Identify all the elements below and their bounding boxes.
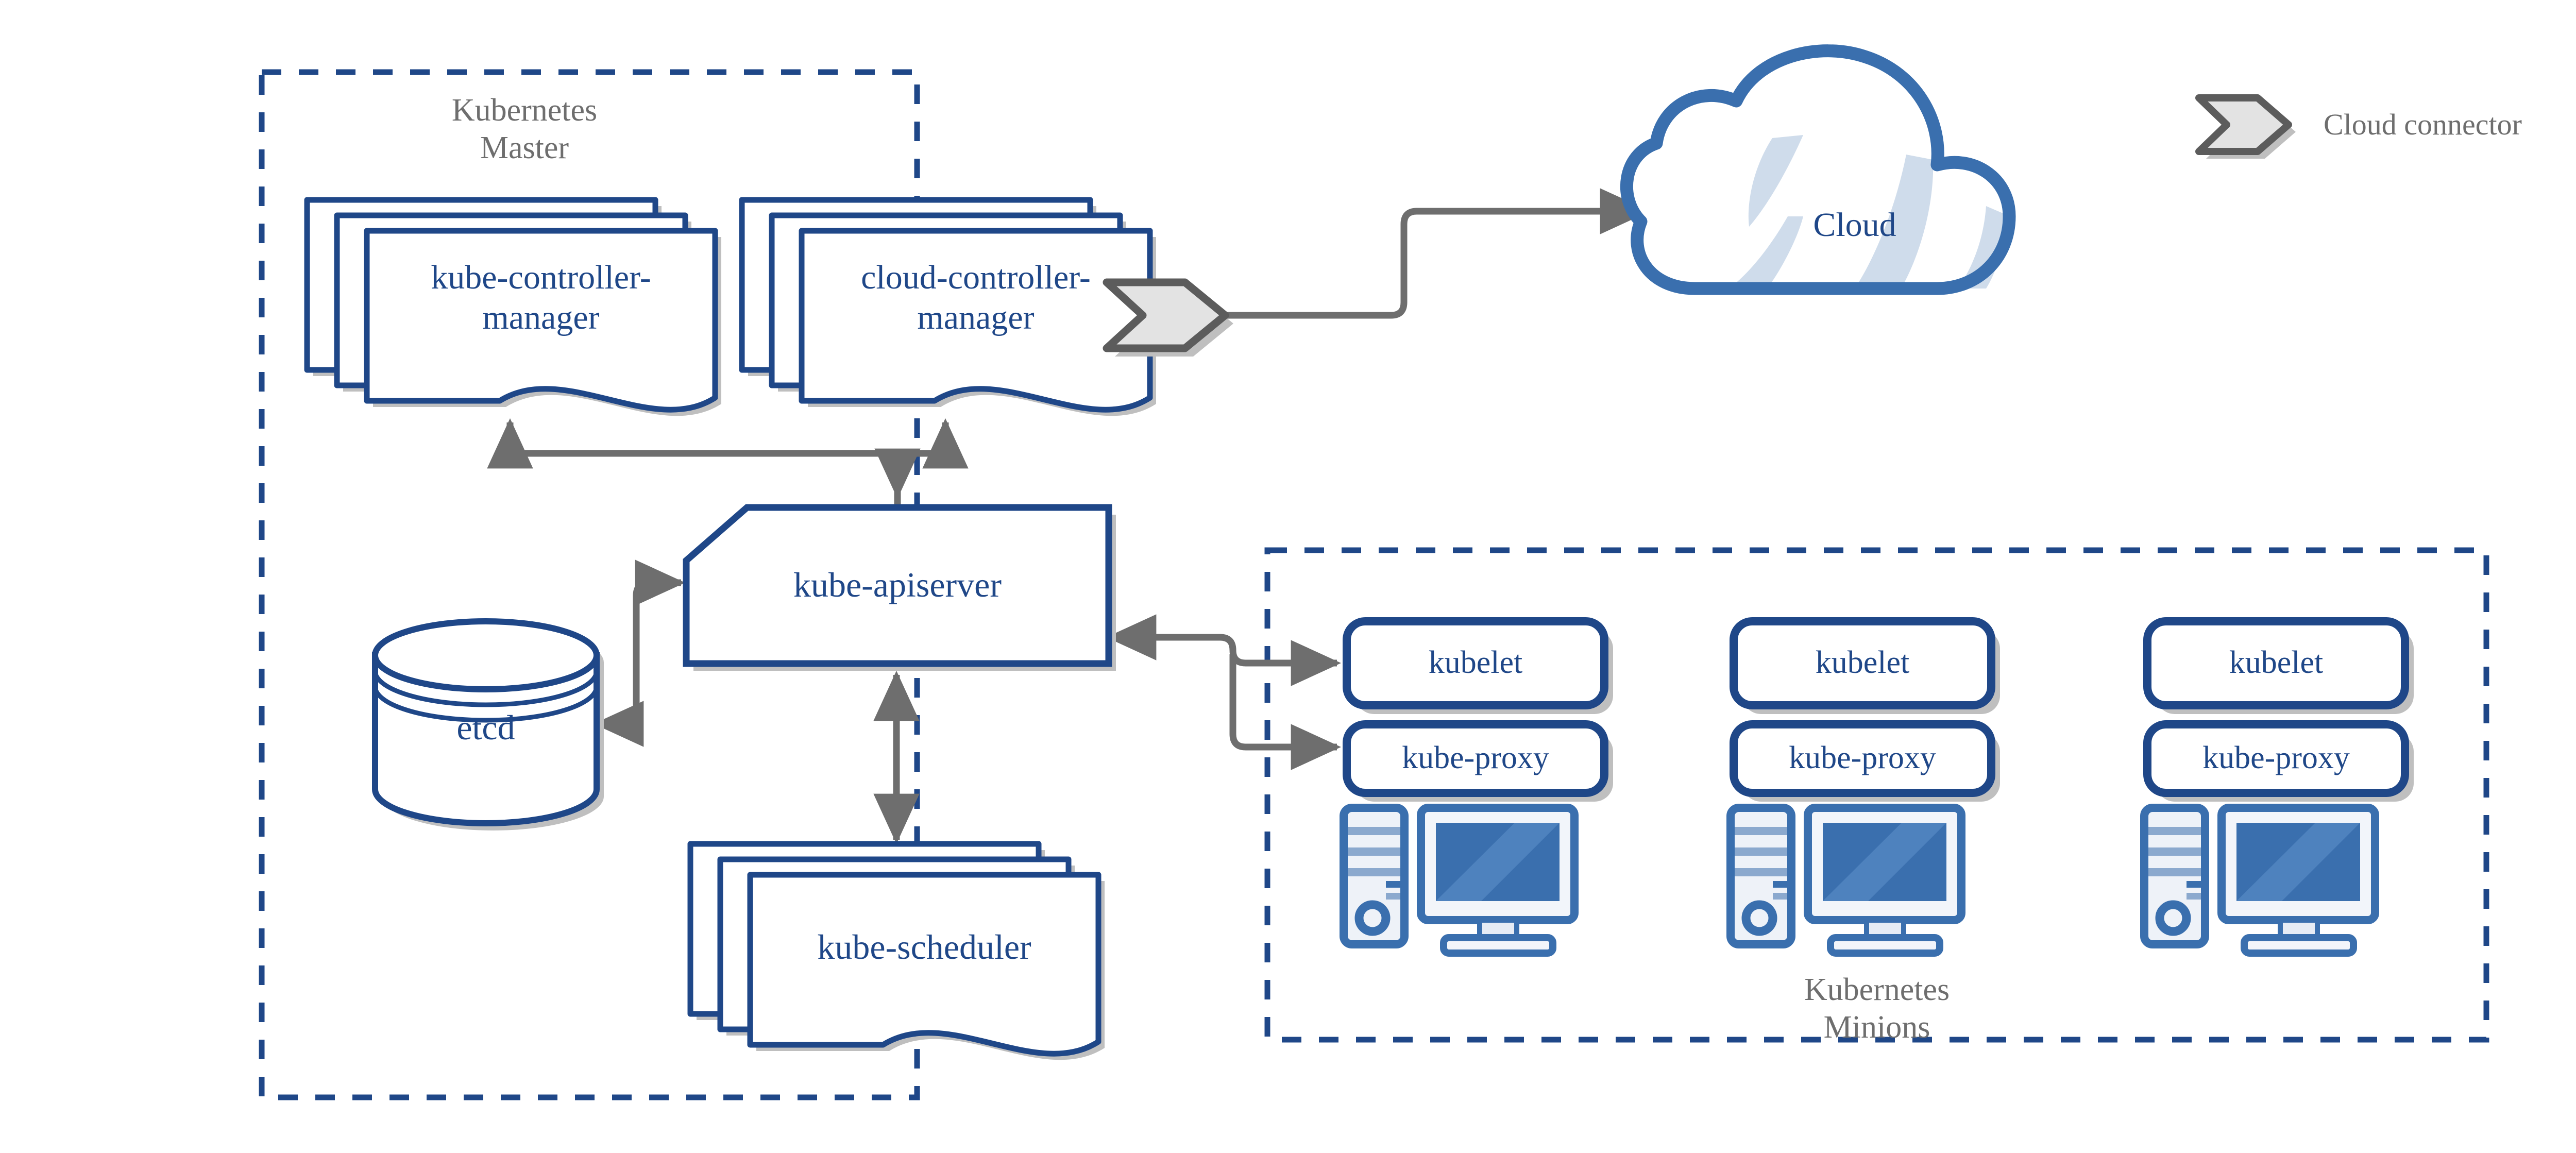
- node-kube-proxy-3[interactable]: [2143, 720, 2409, 797]
- node-kubelet-2[interactable]: [1730, 617, 1995, 709]
- desktop-computer-icon-2: [1726, 804, 1965, 957]
- node-kube-proxy-2[interactable]: [1730, 720, 1995, 797]
- desktop-computer-icon-1: [1340, 804, 1579, 957]
- cloud-shape: [1620, 44, 2016, 295]
- connector-apiserver-to-cloud-controller-manager: [894, 418, 969, 469]
- cloud-connector-icon: [1103, 278, 1233, 357]
- node-kubelet-3[interactable]: [2143, 617, 2409, 709]
- connector-apiserver-to-kube-proxy: [1229, 654, 1342, 770]
- minion-node-1: [1340, 617, 1613, 957]
- legend-cloud-connector-icon: [2195, 94, 2296, 159]
- node-cloud-controller-manager[interactable]: [739, 197, 1156, 416]
- cloud-swoosh-group: [1728, 135, 2005, 289]
- node-kube-apiserver[interactable]: [683, 504, 1116, 671]
- connector-lines: [487, 188, 1651, 844]
- connector-cloud-controller-manager-to-cloud: [1167, 188, 1651, 319]
- node-etcd[interactable]: [372, 618, 604, 830]
- connector-apiserver-to-kube-controller-manager: [487, 418, 901, 507]
- node-kubelet-1[interactable]: [1343, 617, 1608, 709]
- minion-node-2: [1726, 617, 2000, 957]
- node-kube-scheduler[interactable]: [687, 841, 1105, 1060]
- minion-node-3: [2140, 617, 2414, 957]
- connector-apiserver-to-etcd: [593, 559, 686, 747]
- connector-apiserver-to-kubelet: [1106, 614, 1342, 686]
- desktop-computer-icon-3: [2140, 804, 2379, 957]
- node-kube-controller-manager[interactable]: [304, 197, 721, 416]
- boundary-minions: [1264, 547, 2489, 1043]
- node-kube-proxy-1[interactable]: [1343, 720, 1608, 797]
